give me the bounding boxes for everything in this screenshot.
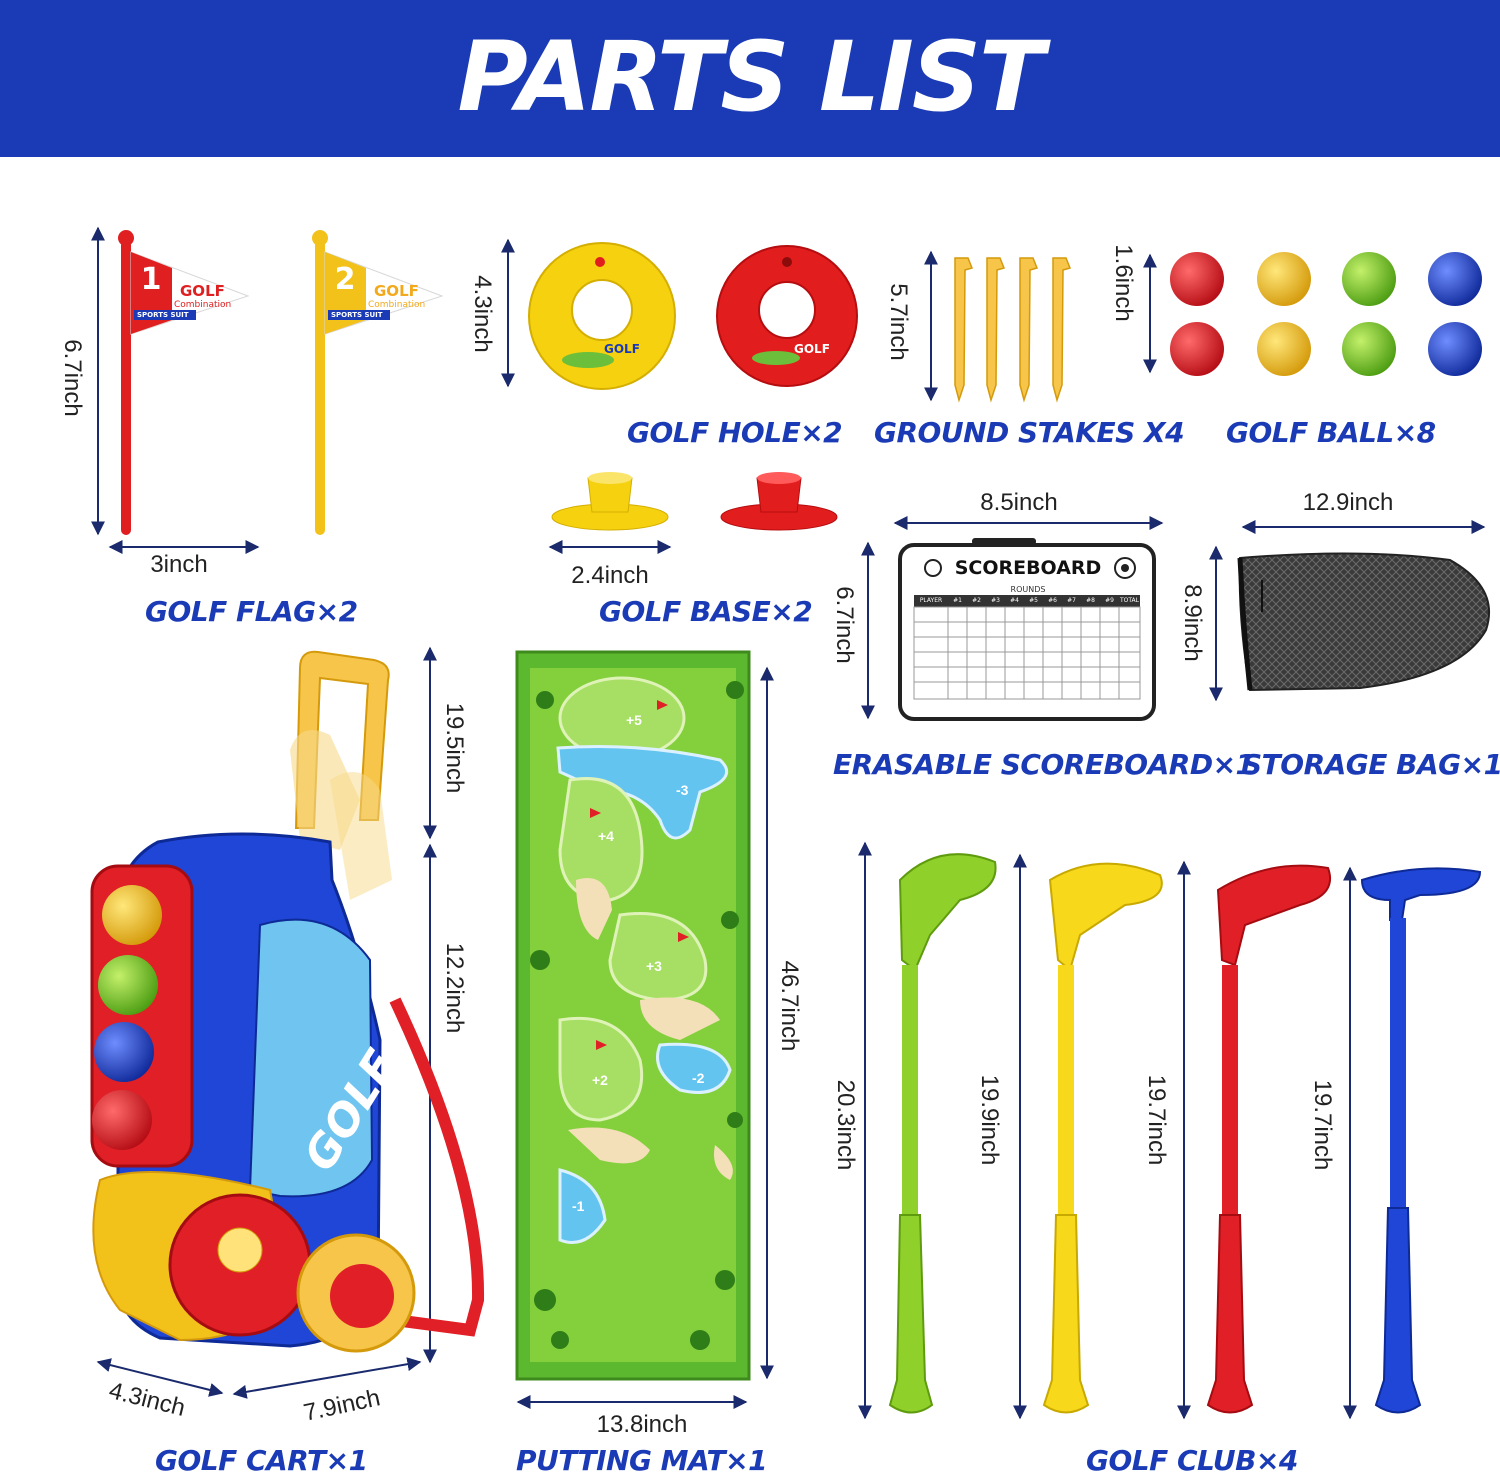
- golf-hole-yellow: [528, 242, 676, 390]
- scoreboard-col-7: #7: [1067, 597, 1076, 604]
- storage-bag-width-label: 12.9inch: [1302, 489, 1394, 516]
- golf-cart-extended-height-label: 19.5inch: [441, 702, 468, 794]
- scoreboard-col-6: #6: [1048, 597, 1057, 604]
- golf-club-blue: [1360, 867, 1482, 1414]
- putting-mat: [515, 650, 751, 1381]
- golf-base-red: [720, 472, 838, 531]
- ground-stakes-height-label: 5.7inch: [885, 283, 912, 361]
- flag-number-1: 1: [140, 262, 162, 297]
- scoreboard-col-player: PLAYER: [919, 597, 943, 604]
- mat-hole-label: +3: [646, 958, 662, 974]
- golf-club-red: [1206, 864, 1331, 1414]
- flag-number-2: 2: [334, 262, 356, 297]
- putting-mat-width-label: 13.8inch: [596, 1411, 688, 1438]
- storage-bag: [1237, 552, 1491, 692]
- golf-base-yellow: [551, 472, 669, 531]
- flag-1-text: GOLF: [180, 282, 225, 300]
- flag-2-band: SPORTS SUIT: [331, 311, 383, 319]
- golf-flag-height-label: 6.7inch: [59, 339, 86, 417]
- mat-hole-label: +2: [592, 1072, 608, 1088]
- scoreboard-illustration: [898, 538, 1156, 721]
- golf-cart: [90, 650, 485, 1353]
- scoreboard-subtitle: ROUNDS: [1010, 585, 1046, 594]
- caption-golf-hole: GOLF HOLE×2: [627, 416, 843, 449]
- scoreboard-col-4: #4: [1010, 597, 1019, 604]
- scoreboard-col-total: TOTAL: [1119, 597, 1140, 604]
- flag-2-subtext: Combination: [368, 300, 426, 310]
- golf-balls: [1170, 252, 1482, 376]
- flag-1-subtext: Combination: [174, 300, 232, 310]
- club-2-length-label: 19.9inch: [976, 1074, 1003, 1166]
- club-1-length-label: 20.3inch: [832, 1079, 859, 1171]
- caption-golf-cart: GOLF CART×1: [155, 1444, 368, 1477]
- scoreboard-col-9: #9: [1105, 597, 1114, 604]
- caption-golf-flag: GOLF FLAG×2: [145, 595, 358, 628]
- golf-flag-red: [118, 230, 250, 535]
- club-4-length-label: 19.7inch: [1309, 1079, 1336, 1171]
- mat-hole-label: -1: [572, 1198, 585, 1214]
- golf-flag-width-label: 3inch: [150, 551, 208, 578]
- ground-stakes: [954, 257, 1072, 403]
- caption-ground-stakes: GROUND STAKES X4: [874, 416, 1185, 449]
- golf-hole-yellow-label: GOLF: [604, 342, 640, 356]
- golf-club-green: [888, 853, 997, 1414]
- scoreboard-width-label: 8.5inch: [980, 489, 1058, 516]
- golf-base-width-label: 2.4inch: [571, 562, 649, 589]
- scoreboard-col-1: #1: [953, 597, 962, 604]
- scoreboard-height-label: 6.7inch: [831, 586, 858, 664]
- golf-club-yellow: [1042, 862, 1163, 1414]
- flag-1-band: SPORTS SUIT: [137, 311, 189, 319]
- storage-bag-height-label: 8.9inch: [1179, 584, 1206, 662]
- scoreboard-col-8: #8: [1086, 597, 1095, 604]
- header-banner: PARTS LIST: [0, 0, 1500, 157]
- caption-golf-club: GOLF CLUB×4: [1086, 1444, 1298, 1477]
- golf-hole-red-label: GOLF: [794, 342, 830, 356]
- caption-scoreboard: ERASABLE SCOREBOARD×1: [833, 748, 1255, 781]
- caption-storage-bag: STORAGE BAG×1: [1242, 748, 1500, 781]
- scoreboard-title: SCOREBOARD: [954, 557, 1102, 579]
- putting-mat-height-label: 46.7inch: [776, 960, 803, 1052]
- golf-flag-yellow: [312, 230, 444, 535]
- scoreboard-col-5: #5: [1029, 597, 1038, 604]
- flag-2-text: GOLF: [374, 282, 419, 300]
- golf-ball-height-label: 1.6inch: [1110, 244, 1137, 322]
- mat-hole-label: +4: [598, 828, 614, 844]
- golf-hole-height-label: 4.3inch: [469, 275, 496, 353]
- mat-hole-label: +5: [626, 712, 642, 728]
- dimension-lines: [91, 226, 1486, 1420]
- mat-hole-label: -2: [692, 1070, 705, 1086]
- scoreboard-col-3: #3: [991, 597, 1000, 604]
- mat-hole-label: -3: [676, 782, 689, 798]
- scoreboard-header-row: PLAYER #1 #2 #3 #4 #5 #6 #7 #8 #9 TOTAL: [914, 596, 1140, 606]
- scoreboard-col-2: #2: [972, 597, 981, 604]
- caption-golf-base: GOLF BASE×2: [599, 595, 813, 628]
- page-title: PARTS LIST: [457, 21, 1044, 133]
- golf-hole-red: [716, 245, 858, 387]
- caption-golf-ball: GOLF BALL×8: [1226, 416, 1436, 449]
- club-3-length-label: 19.7inch: [1143, 1074, 1170, 1166]
- caption-putting-mat: PUTTING MAT×1: [516, 1444, 768, 1477]
- golf-cart-collapsed-height-label: 12.2inch: [441, 942, 468, 1034]
